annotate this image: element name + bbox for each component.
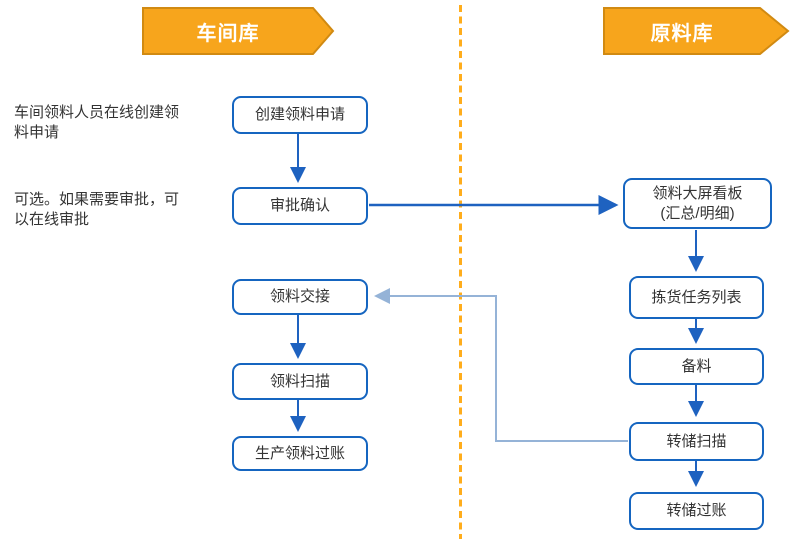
annotation-create-note: 车间领料人员在线创建领 料申请 <box>14 104 180 141</box>
node-dashboard: 领料大屏看板 (汇总/明细) <box>623 178 772 229</box>
arrow-transferscan-to-handover <box>374 288 628 442</box>
node-create-request: 创建领料申请 <box>232 96 368 134</box>
node-material-prepare: 备料 <box>629 348 764 385</box>
node-approval-confirm: 审批确认 <box>232 187 368 225</box>
node-transfer-posting: 转储过账 <box>629 492 764 530</box>
node-material-handover: 领料交接 <box>232 279 368 315</box>
annotation-approval-note: 可选。如果需要审批，可 以在线审批 <box>14 191 180 228</box>
node-transfer-scan: 转储扫描 <box>629 422 764 461</box>
node-picking-task-list: 拣货任务列表 <box>629 276 764 319</box>
workshop-banner-label: 车间库 <box>196 22 260 45</box>
node-material-scan: 领料扫描 <box>232 363 368 400</box>
node-production-posting: 生产领料过账 <box>232 436 368 471</box>
raw-material-banner-label: 原料库 <box>650 22 714 45</box>
